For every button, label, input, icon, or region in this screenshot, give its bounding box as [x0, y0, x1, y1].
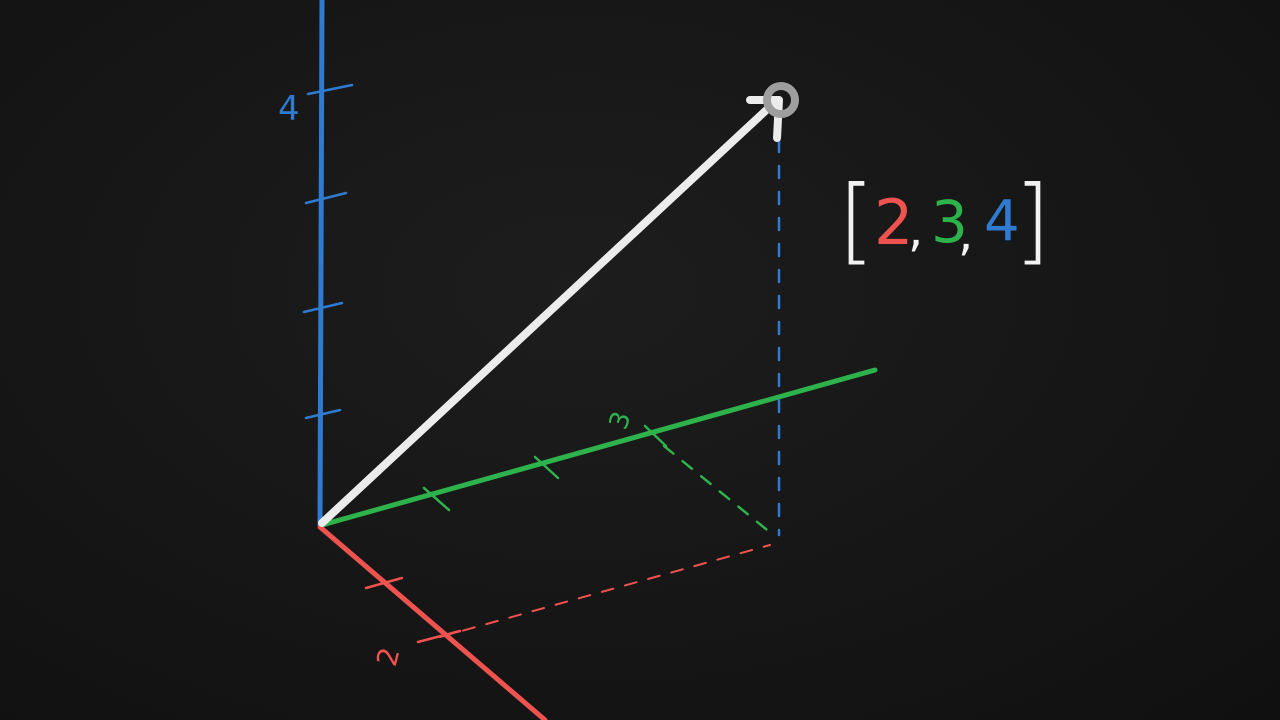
readout-close-bracket: ]: [1014, 166, 1051, 275]
z-tick-2: [302, 301, 344, 314]
z-tick-1: [304, 408, 342, 420]
y-tick-3: [643, 424, 668, 448]
x-tick-2: [416, 629, 462, 644]
y-tick-2: [533, 455, 560, 480]
y-projection-dashed: [662, 444, 774, 536]
x-axis: [317, 524, 548, 720]
y-axis-ticks: [422, 424, 668, 512]
z-axis-ticks: [302, 83, 354, 420]
x-projection-dashed: [439, 544, 771, 638]
vector-tip-marker: [763, 82, 799, 118]
readout-separator-1: ,: [908, 202, 923, 258]
readout-open-bracket: [: [838, 166, 875, 275]
readout-y-value: 3: [931, 188, 968, 256]
vector-arrowhead: [746, 96, 783, 142]
coordinate-readout: [ 2 , 3 , 4 ]: [838, 166, 1051, 275]
z-axis-label: 4: [278, 89, 300, 129]
z-tick-3: [304, 191, 348, 205]
x-tick-1: [364, 576, 404, 590]
readout-x-value: 2: [874, 186, 913, 259]
y-tick-1: [422, 486, 451, 512]
readout-separator-2: ,: [958, 206, 973, 262]
x-axis-ticks: [364, 576, 462, 644]
readout-z-value: 4: [984, 189, 1020, 254]
vector-arrow-shaft: [318, 98, 779, 527]
z-axis: [317, 0, 325, 528]
y-axis-label: 3: [604, 408, 638, 434]
z-tick-4: [306, 83, 354, 96]
y-axis: [319, 367, 878, 528]
x-axis-label: 2: [370, 644, 406, 670]
